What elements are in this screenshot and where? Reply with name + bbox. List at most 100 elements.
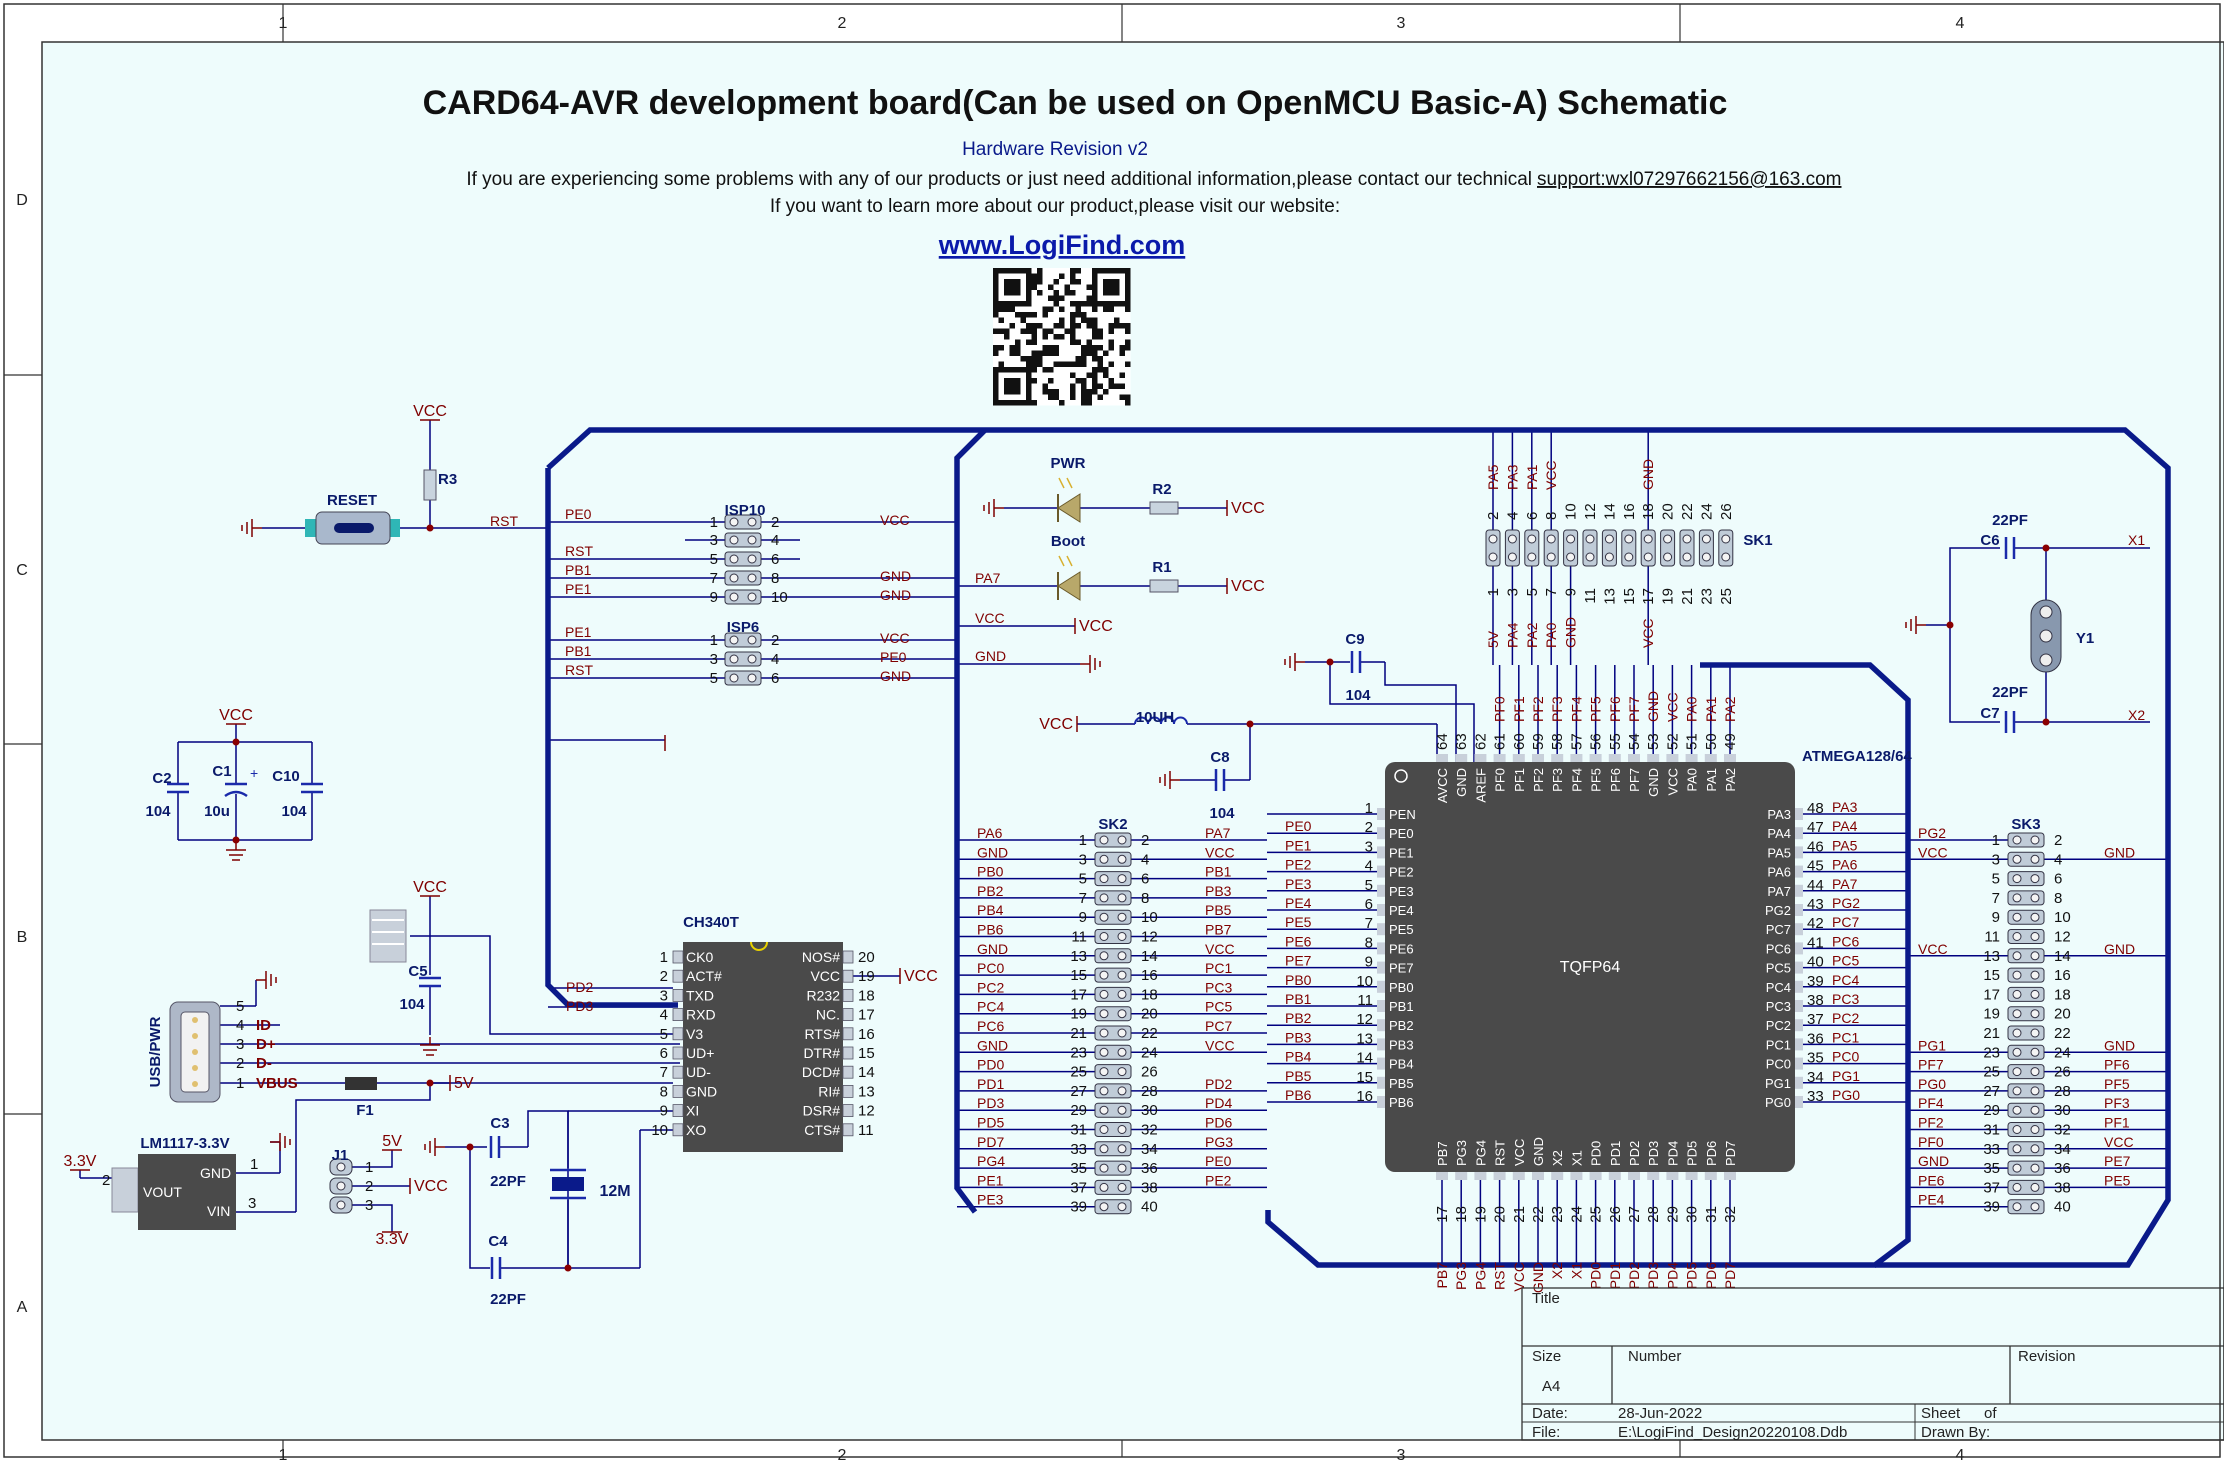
chip-pin: [1377, 808, 1385, 820]
qr-module: [1097, 367, 1103, 373]
pin-number: 4: [1504, 512, 1521, 520]
mcu-bottom-net: PD7: [1722, 1262, 1738, 1289]
usb-contact: [192, 1081, 198, 1087]
pin-number: 12: [1582, 503, 1599, 520]
pin-number: 7: [1365, 915, 1373, 932]
pin-number: 3: [365, 1197, 373, 1214]
usb-pin-number: 5: [236, 998, 244, 1015]
chip-pin: [1377, 1096, 1385, 1108]
sk2-pin-pair: [1094, 1064, 1132, 1080]
pin-number: 43: [1807, 896, 1824, 913]
qr-module: [1031, 356, 1037, 362]
pin-hole: [2030, 1047, 2040, 1057]
ch340-pin-name: GND: [686, 1083, 717, 1099]
usb-net-dminus: D-: [256, 1055, 272, 1072]
sk2-pin-pair: [1094, 871, 1132, 887]
pin-number: 25: [1588, 1206, 1605, 1223]
pin-number: 13: [858, 1083, 875, 1100]
qr-module: [1070, 290, 1076, 296]
qr-module: [1081, 350, 1087, 356]
mcu-left-net: PB5: [1285, 1068, 1312, 1084]
pin-number: 7: [1079, 890, 1087, 907]
isp10-pin-pair: [724, 514, 762, 530]
pin-number: 46: [1807, 838, 1824, 855]
ch340-pin-name: CK0: [686, 949, 713, 965]
pin-number: 62: [1472, 733, 1489, 750]
wire: [295, 1083, 431, 1212]
chip-pin: [1628, 754, 1640, 762]
chip-pin: [1455, 754, 1468, 762]
pin-number: 25: [1718, 588, 1735, 605]
chip-pin: [1795, 827, 1803, 840]
chip-pin: [842, 1065, 854, 1079]
mcu-pin-name: PE1: [1389, 845, 1414, 860]
pin-number: 24: [1568, 1206, 1585, 1223]
pin-hole: [2012, 932, 2022, 941]
polarity-mark: +: [250, 765, 258, 781]
pin-hole: [1117, 874, 1127, 884]
border-column-label: 2: [838, 1447, 847, 1461]
qr-module: [1026, 339, 1032, 345]
pin-number: 6: [1524, 512, 1541, 520]
chip-pin: [1795, 980, 1803, 993]
qr-module: [1081, 389, 1087, 395]
sk2-pin-pair: [1094, 1179, 1132, 1195]
ch340-pin-name: XO: [686, 1122, 706, 1138]
ground-icon: [983, 499, 1004, 517]
chip-pin: [1570, 754, 1583, 762]
qr-module: [993, 350, 999, 356]
border-row-label: A: [17, 1299, 28, 1316]
pin-number: 1: [1992, 832, 2000, 849]
website-link[interactable]: www.LogiFind.com: [938, 230, 1185, 260]
chip-pin: [1377, 980, 1385, 993]
sk2-right-net: PD6: [1205, 1115, 1232, 1131]
qr-module: [1125, 400, 1131, 406]
ground-icon: [1905, 616, 1926, 634]
pin-hole: [1099, 989, 1109, 999]
chip-pin: [1795, 961, 1803, 974]
mcu-bottom-net: PD2: [1626, 1262, 1642, 1289]
ch340-pin-name: NC.: [816, 1007, 840, 1023]
sk2-left-net: PD5: [977, 1115, 1004, 1131]
pin-hole: [2012, 1202, 2022, 1212]
c8-label: C8: [1210, 749, 1229, 766]
sk1-pin-pair: [1504, 529, 1520, 567]
sk3-left-net: PG0: [1918, 1076, 1946, 1092]
support-email-link[interactable]: support:wxl07297662156@163.com: [1537, 169, 1842, 190]
pin-number: 58: [1549, 733, 1566, 750]
qr-module: [1070, 312, 1076, 318]
qr-module: [1015, 345, 1021, 351]
qr-module: [1020, 328, 1026, 334]
pin-number: 37: [1807, 1011, 1824, 1028]
pin-hole: [2012, 1086, 2022, 1096]
qr-module: [1026, 312, 1032, 318]
chip-pin: [1377, 904, 1385, 916]
power-port-label: 3.3V: [64, 1153, 97, 1170]
sk1-pin-pair: [1485, 529, 1501, 567]
qr-module: [1086, 301, 1092, 307]
mcu-top-net: VCC: [1664, 692, 1680, 722]
mcu-bottom-net: PD3: [1645, 1262, 1661, 1289]
sk3-left-net: PG2: [1918, 825, 1946, 841]
pin-number: 40: [1807, 954, 1824, 971]
pin-number: 9: [1079, 909, 1087, 926]
qr-module: [1108, 339, 1114, 345]
sk2-right-net: PG3: [1205, 1134, 1233, 1150]
capacitor-icon: [1350, 651, 1362, 673]
isp6-left-net: PB1: [565, 643, 592, 659]
pin-number: 37: [1983, 1179, 2000, 1196]
junction-dot: [232, 738, 240, 746]
ground-icon: [420, 1037, 440, 1056]
chip-pin: [1795, 904, 1803, 916]
pin-hole: [2012, 1009, 2022, 1019]
mcu-top-net: GND: [1645, 691, 1661, 722]
pin-number: 27: [1626, 1206, 1643, 1223]
mcu-left-net: PE0: [1285, 818, 1312, 834]
mcu-pin-name: PD3: [1646, 1141, 1661, 1166]
c2-value: 104: [145, 803, 171, 820]
pa7-net-label: PA7: [975, 570, 1001, 586]
pin-number: 1: [250, 1156, 258, 1173]
qr-module: [1026, 323, 1032, 329]
pin-number: 25: [1070, 1064, 1087, 1081]
chip-pin: [1512, 1172, 1525, 1180]
